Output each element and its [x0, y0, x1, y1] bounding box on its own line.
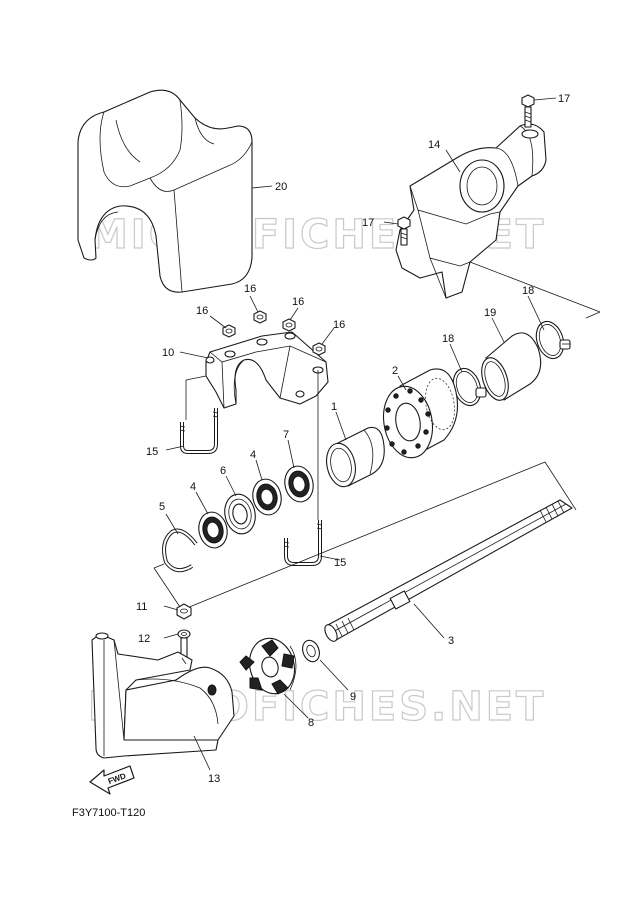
part-17-bolt-upper	[521, 94, 535, 128]
callout-15-upper: 15	[146, 446, 158, 458]
part-1-bushing	[326, 426, 385, 488]
part-16-nut-c	[282, 318, 296, 332]
fwd-arrow-icon: FWD	[89, 765, 135, 795]
callout-2: 2	[392, 365, 398, 377]
part-14-housing	[395, 123, 547, 299]
part-7-oil-seal	[284, 465, 314, 503]
guide-10-left	[185, 375, 207, 381]
callout-18-left: 18	[442, 333, 454, 345]
part-19-sleeve	[481, 332, 542, 401]
callout-labels: 20 17 14 17 18 18 19 2 1 16 16 16 16 10 …	[136, 93, 570, 785]
guide-18-tick	[585, 311, 601, 319]
callout-17-upper: 17	[558, 93, 570, 105]
part-3-drive-shaft	[324, 499, 573, 642]
part-4-seal-upper	[252, 478, 282, 516]
part-9-washer	[302, 639, 320, 663]
part-18-clamp-right	[535, 320, 571, 360]
part-5-circlip	[162, 528, 198, 573]
part-4-seal-lower	[198, 511, 228, 549]
callout-10: 10	[162, 347, 174, 359]
callout-5: 5	[159, 501, 165, 513]
callout-19: 19	[484, 307, 496, 319]
callout-17-lower: 17	[362, 217, 374, 229]
part-8-impeller	[239, 637, 297, 695]
callout-16-d: 16	[333, 319, 345, 331]
callout-12: 12	[138, 633, 150, 645]
callout-13: 13	[208, 773, 220, 785]
guide-14-18	[469, 261, 601, 313]
part-20-cover	[77, 89, 253, 293]
callout-14: 14	[428, 139, 440, 151]
callout-7: 7	[283, 429, 289, 441]
callout-16-a: 16	[196, 305, 208, 317]
leader-lines	[163, 97, 557, 771]
part-15-ubolt-lower	[283, 520, 323, 566]
callout-9: 9	[350, 691, 356, 703]
part-2-coupling	[383, 368, 459, 459]
callout-18-right: 18	[522, 285, 534, 297]
callout-16-c: 16	[292, 296, 304, 308]
part-17-bolt-lower	[397, 216, 411, 246]
part-18-clamp-left	[452, 367, 487, 407]
callout-16-b: 16	[244, 283, 256, 295]
guide-seals-shaft	[153, 461, 577, 611]
figure-code: F3Y7100-T120	[72, 807, 145, 819]
callout-15-lower: 15	[334, 557, 346, 569]
guide-12-13	[181, 657, 187, 665]
part-10-bracket	[205, 331, 329, 409]
guide-tick	[153, 563, 165, 569]
part-11-bolt	[176, 603, 192, 620]
part-16-nut-b	[253, 310, 267, 324]
part-13-pump-housing	[91, 632, 235, 759]
part-15-ubolt-upper	[179, 408, 219, 454]
callout-1: 1	[331, 401, 337, 413]
callout-11: 11	[136, 601, 147, 613]
callout-8: 8	[308, 717, 314, 729]
part-6-bearing	[224, 493, 256, 535]
callout-4-upper: 4	[250, 449, 256, 461]
part-16-nut-d	[312, 342, 326, 356]
callout-3: 3	[448, 635, 454, 647]
callout-4-lower: 4	[190, 481, 196, 493]
callout-6: 6	[220, 465, 226, 477]
callout-20: 20	[275, 181, 287, 193]
